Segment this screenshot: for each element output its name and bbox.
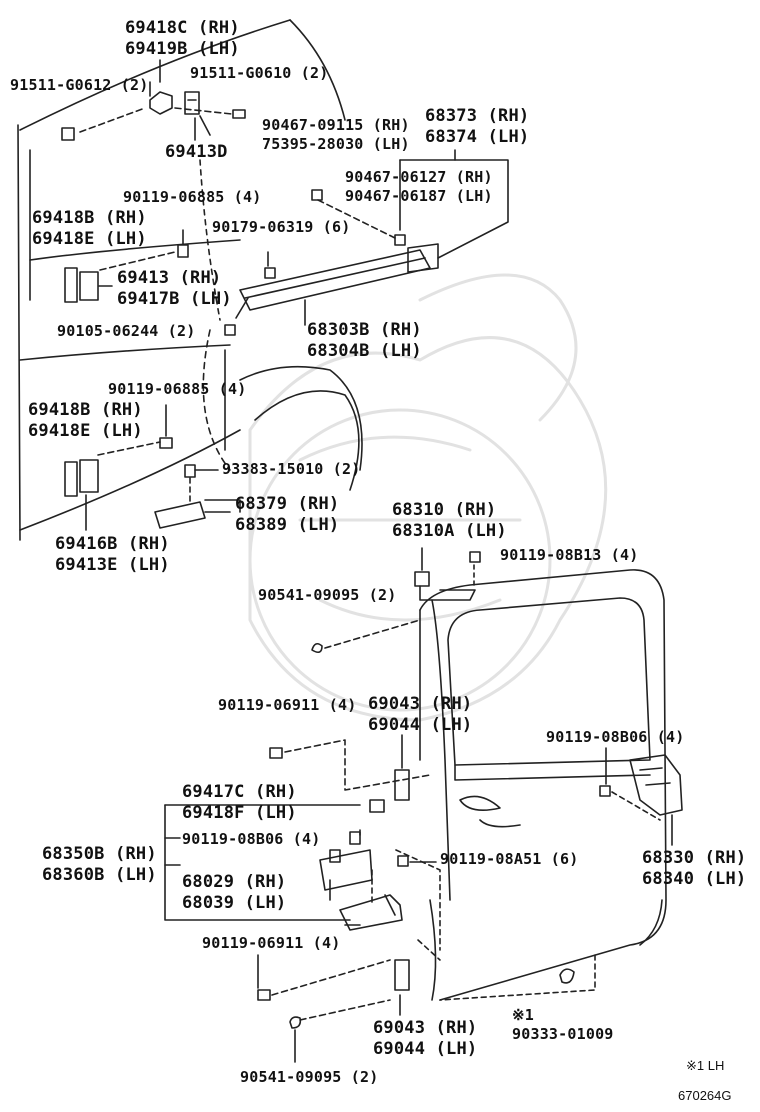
label-69418b-mid: 69418B (RH)69418E (LH) (28, 400, 143, 441)
label-69416b: 69416B (RH)69413E (LH) (55, 534, 170, 575)
center-roller-hinge (439, 747, 683, 1001)
label-90105-06244: 90105-06244 (2) (57, 322, 196, 340)
label-69413: 69413 (RH)69417B (LH) (117, 268, 232, 309)
label-90541-09095-bottom: 90541-09095 (2) (240, 1068, 379, 1086)
upper-roller (311, 547, 481, 654)
label-69043-bottom: 69043 (RH)69044 (LH) (373, 1018, 478, 1059)
label-69043-top: 69043 (RH)69044 (LH) (368, 694, 473, 735)
label-90467-06127: 90467-06127 (RH)90467-06187 (LH) (345, 168, 493, 205)
upper-rail-assembly (64, 149, 509, 336)
label-68373: 68373 (RH)68374 (LH) (425, 106, 530, 147)
label-90119-08b13: 90119-08B13 (4) (500, 546, 639, 564)
upper-body-panel (17, 19, 363, 541)
label-69413d: 69413D (165, 142, 228, 162)
diagram-code: 670264G (678, 1088, 732, 1103)
center-rail-assembly (64, 404, 241, 531)
top-fasteners (61, 59, 246, 141)
label-90119-08a51: 90119-08A51 (6) (440, 850, 579, 868)
label-90119-06911-top: 90119-06911 (4) (218, 696, 357, 714)
label-68310: 68310 (RH)68310A (LH) (392, 500, 507, 541)
label-93383-15010: 93383-15010 (2) (222, 460, 361, 478)
label-90467-09115: 90467-09115 (RH)75395-28030 (LH) (262, 116, 410, 153)
label-90179-06319: 90179-06319 (6) (212, 218, 351, 236)
label-68330: 68330 (RH)68340 (LH) (642, 848, 747, 889)
label-90119-06911-bottom: 90119-06911 (4) (202, 934, 341, 952)
label-69418c: 69418C (RH)69419B (LH) (125, 18, 240, 59)
label-90119-08b06-right: 90119-08B06 (4) (546, 728, 685, 746)
label-68379: 68379 (RH)68389 (LH) (235, 494, 340, 535)
label-91511-g0612: 91511-G0612 (2) (10, 76, 149, 94)
watermark-emblem (248, 273, 608, 722)
label-90119-06885-mid: 90119-06885 (4) (108, 380, 247, 398)
label-90541-09095-top: 90541-09095 (2) (258, 586, 397, 604)
sliding-door (419, 569, 667, 1001)
label-68029: 68029 (RH)68039 (LH) (182, 872, 287, 913)
footnote-lh: ※1 LH (686, 1058, 725, 1073)
label-90119-08b06-left: 90119-08B06 (4) (182, 830, 321, 848)
label-91511-g0610: 91511-G0610 (2) (190, 64, 329, 82)
lower-roller-assembly (164, 734, 441, 1063)
label-90119-06885-top: 90119-06885 (4) (123, 188, 262, 206)
label-68303b: 68303B (RH)68304B (LH) (307, 320, 422, 361)
label-68350b: 68350B (RH)68360B (LH) (42, 844, 157, 885)
label-69418b-top: 69418B (RH)69418E (LH) (32, 208, 147, 249)
label-69417c: 69417C (RH)69418F (LH) (182, 782, 297, 823)
